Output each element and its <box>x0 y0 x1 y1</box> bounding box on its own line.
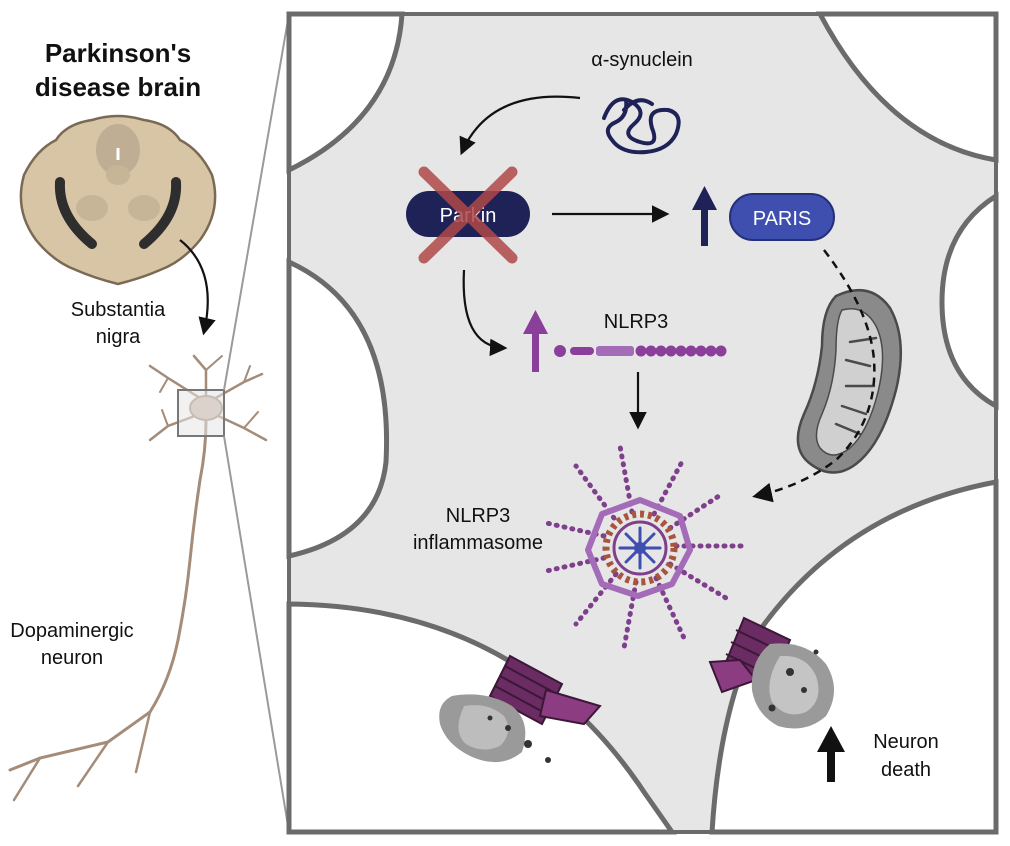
neuron-death-label-line1: Neuron <box>873 731 939 753</box>
cell-debris-right <box>751 643 834 729</box>
parkin-inhibition-cross <box>418 166 518 264</box>
dopaminergic-neuron-illustration <box>8 354 268 802</box>
neuron-label-line2: neuron <box>41 647 103 669</box>
left-panel: Parkinson's disease brain Substantia nig… <box>8 13 290 833</box>
paris-pill <box>729 193 835 241</box>
paris-up-arrow <box>692 186 717 246</box>
neuron-label-line1: Dopaminergic <box>10 620 133 642</box>
parkin-to-nlrp3-arrow <box>462 269 508 357</box>
substantia-to-neuron-arrow <box>179 239 216 336</box>
brain-title-line1: Parkinson's <box>45 38 191 68</box>
synuclein-to-parkin-arrow <box>459 95 581 156</box>
paris-label: PARIS <box>753 208 812 230</box>
mitochondrion-icon <box>796 288 903 474</box>
substantia-label-line2: nigra <box>96 326 141 348</box>
alpha-synuclein-label: α-synuclein <box>591 49 693 71</box>
neuron-death-up-arrow <box>817 726 845 782</box>
nlrp3-up-arrow <box>523 310 548 372</box>
zoom-box <box>177 389 225 437</box>
paris-to-inflammasome-dashed-arrow <box>752 249 876 503</box>
nlrp3-label: NLRP3 <box>604 311 668 333</box>
substantia-label-line1: Substantia <box>71 299 166 321</box>
nlrp3-inflammasome-icon <box>539 443 745 651</box>
brain-section-illustration <box>19 114 217 286</box>
cell-debris-left <box>439 694 551 763</box>
zoom-line-bottom <box>223 435 290 833</box>
alpha-synuclein-icon <box>602 97 681 155</box>
zoomed-cell-panel: α-synuclein Parkin PARIS <box>286 11 999 835</box>
neuron-death-label-line2: death <box>881 759 931 781</box>
zoom-line-top <box>223 13 290 391</box>
nlrp3-protein-icon <box>554 345 727 357</box>
gasdermin-pore-left <box>488 654 602 726</box>
brain-title-line2: disease brain <box>35 72 201 102</box>
inflammasome-label-line1: NLRP3 <box>446 505 510 527</box>
inflammasome-label-line2: inflammasome <box>413 532 543 554</box>
